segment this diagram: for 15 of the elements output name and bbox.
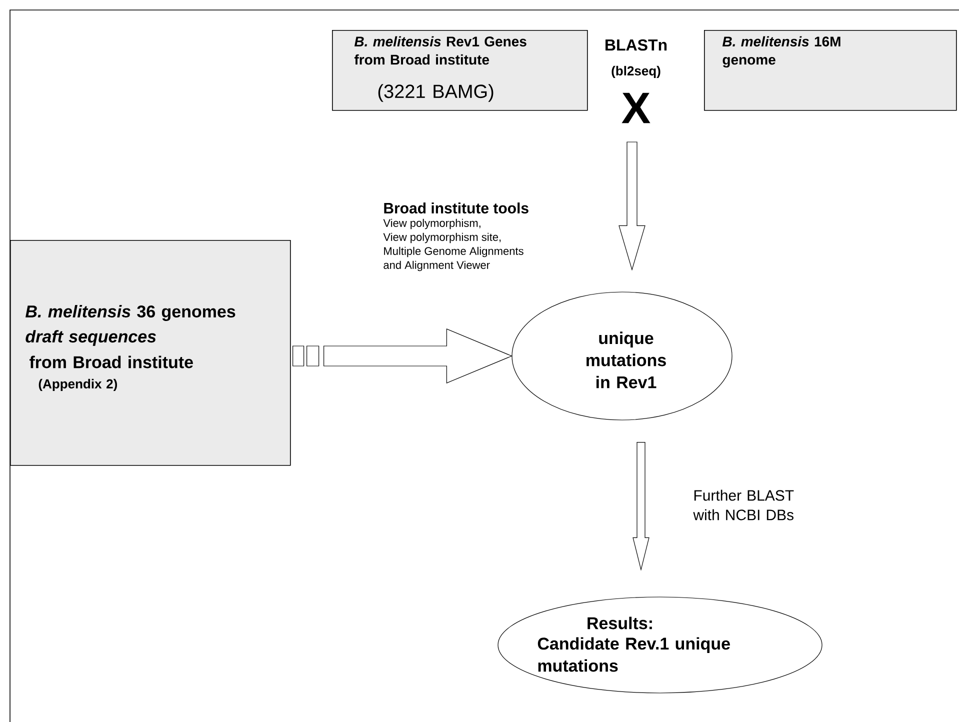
block-arrow bbox=[292, 328, 512, 384]
tool-list-item: Multiple Genome Alignments bbox=[384, 246, 524, 258]
edge-label: Further BLAST with NCBI DBs bbox=[693, 490, 794, 520]
genomes-box: B. melitensis 36 genomes draft sequences from Broad institute (Appendix 2) bbox=[10, 240, 291, 466]
tools-heading: Broad institute tools bbox=[384, 202, 528, 214]
block-arrow bbox=[618, 142, 646, 271]
operator-symbol: X bbox=[622, 92, 650, 124]
block-arrow bbox=[632, 442, 650, 571]
tool-list-item: View polymorphism, bbox=[383, 218, 480, 230]
genome-box: B. melitensis 16M genome bbox=[704, 30, 957, 111]
tool-list-item: and Alignment Viewer bbox=[384, 260, 490, 272]
tool-list-item: View polymorphism site, bbox=[383, 232, 501, 244]
tool-label: BLASTn bbox=[606, 39, 667, 51]
tool-label: (bl2seq) bbox=[612, 66, 660, 78]
source-box: B. melitensis Rev1 Genes from Broad institute (3221 BAMG) bbox=[332, 30, 588, 111]
